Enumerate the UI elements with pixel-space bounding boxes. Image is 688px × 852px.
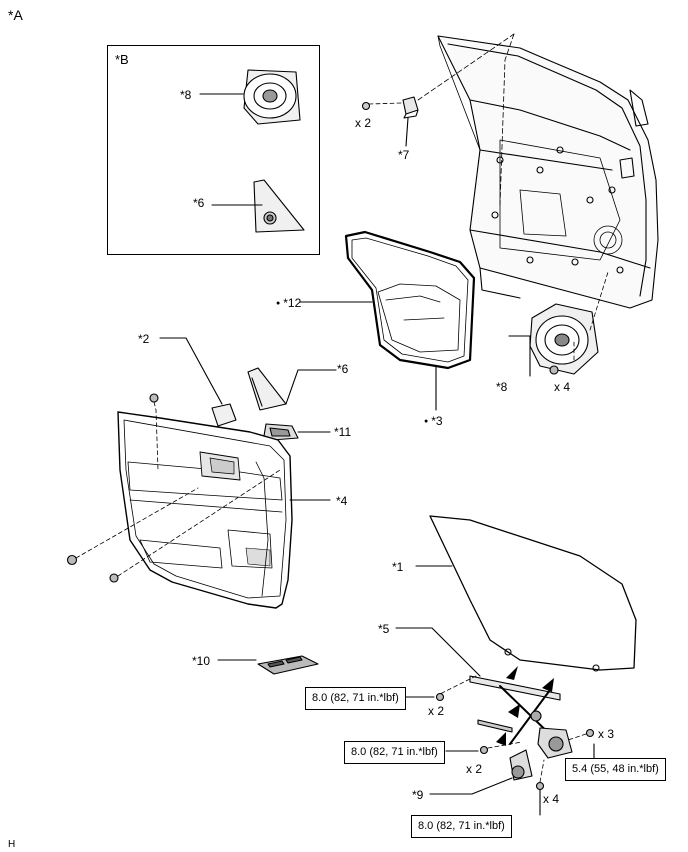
clip-part bbox=[402, 96, 419, 147]
inside-handle-part bbox=[263, 423, 331, 441]
part-label-9: *9 bbox=[412, 788, 424, 802]
screw-icon bbox=[66, 487, 199, 566]
screw-icon bbox=[149, 393, 159, 471]
screw-icon bbox=[549, 365, 559, 375]
speaker-inset bbox=[199, 69, 301, 125]
trim-piece bbox=[159, 337, 237, 427]
part-label-7: *7 bbox=[398, 148, 410, 162]
qty-regulator-lower: x 2 bbox=[466, 762, 483, 776]
qty-regulator-upper: x 2 bbox=[428, 704, 445, 718]
tweeter-inset bbox=[211, 179, 305, 233]
door-trim-board bbox=[117, 411, 331, 609]
part-label-6: *6 bbox=[337, 362, 349, 376]
part-label-8: *8 bbox=[496, 380, 508, 394]
bolt-icon bbox=[361, 101, 403, 111]
inset-label: *B bbox=[115, 52, 129, 67]
torque-spec-motor-bottom: 8.0 (82, 71 in.*lbf) bbox=[411, 815, 512, 838]
arrow-icon bbox=[496, 666, 554, 746]
leader-dashed bbox=[499, 33, 515, 206]
leader-dashed bbox=[417, 33, 515, 101]
inset-box bbox=[107, 45, 320, 255]
power-window-switch bbox=[217, 655, 319, 675]
qty-speaker: x 4 bbox=[554, 380, 571, 394]
part-label-12: *12 bbox=[276, 296, 301, 311]
qty-motor-bottom: x 4 bbox=[543, 792, 560, 806]
bolt-icon bbox=[435, 692, 595, 791]
qty-motor-right: x 3 bbox=[598, 727, 615, 741]
part-label-4: *4 bbox=[336, 494, 348, 508]
service-hole-cover bbox=[344, 230, 476, 370]
screw-icon bbox=[109, 469, 281, 583]
part-label-5: *5 bbox=[378, 622, 390, 636]
door-glass bbox=[415, 515, 637, 672]
torque-spec-motor: 5.4 (55, 48 in.*lbf) bbox=[565, 758, 666, 781]
part-label-3: *3 bbox=[424, 414, 442, 429]
window-regulator bbox=[395, 627, 573, 759]
regulator-motor bbox=[429, 749, 533, 795]
part-label-1: *1 bbox=[392, 560, 404, 574]
speaker-main bbox=[508, 271, 609, 377]
part-label-11: *11 bbox=[334, 425, 352, 439]
door-frame bbox=[437, 35, 659, 309]
view-label: *A bbox=[8, 7, 23, 23]
qty-clip: x 2 bbox=[355, 116, 372, 130]
part-label-2: *2 bbox=[138, 332, 150, 346]
part-label-10: *10 bbox=[192, 654, 211, 668]
torque-spec-regulator-lower: 8.0 (82, 71 in.*lbf) bbox=[344, 741, 445, 764]
torque-spec-regulator-upper: 8.0 (82, 71 in.*lbf) bbox=[305, 687, 406, 710]
tweeter-main bbox=[247, 367, 337, 411]
part-label-6-inset: *6 bbox=[193, 196, 205, 210]
part-label-8-inset: *8 bbox=[180, 88, 192, 102]
footer-code: H bbox=[8, 839, 16, 850]
